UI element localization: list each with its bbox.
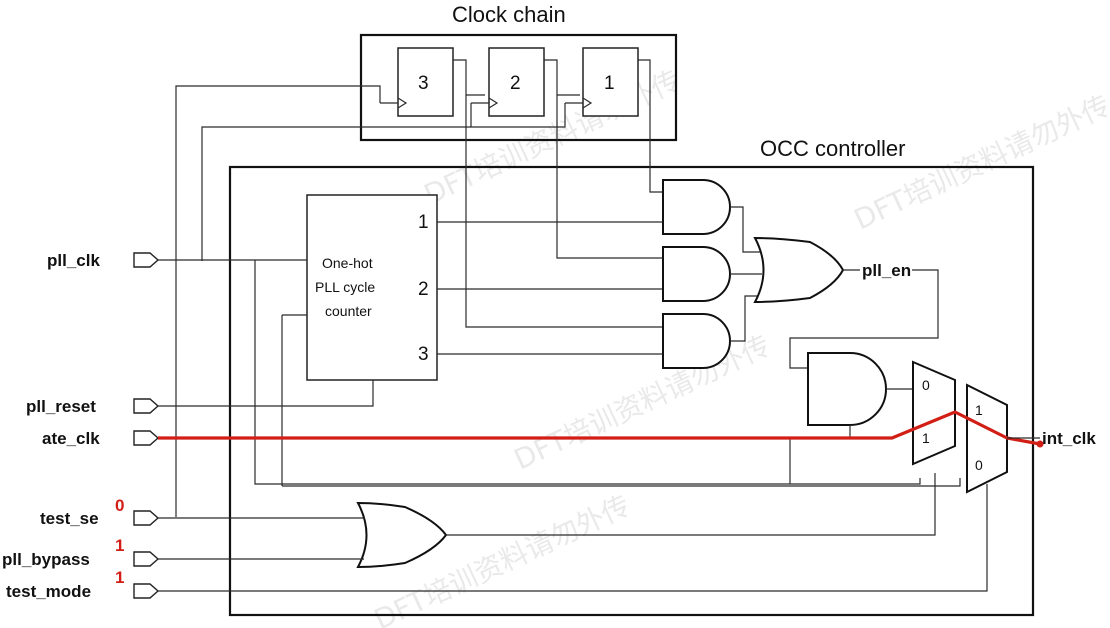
and-gate-2 xyxy=(662,246,731,302)
occ-controller-box xyxy=(228,165,1035,617)
mux-b xyxy=(966,383,1008,494)
input-pll-reset: pll_reset xyxy=(26,397,96,416)
chain-wiring xyxy=(175,59,663,517)
clock-chain-title: Clock chain xyxy=(452,2,566,27)
flop-1-label: 1 xyxy=(604,73,615,94)
or-gate-bypass xyxy=(356,501,448,569)
port-pll-reset xyxy=(133,398,160,414)
value-pll-bypass: 1 xyxy=(115,536,124,555)
flop-2: 2 xyxy=(488,47,545,117)
counter-output-3: 3 xyxy=(418,344,429,365)
counter-line-2: PLL cycle xyxy=(315,279,375,295)
input-test-mode: test_mode xyxy=(6,582,91,601)
or-gate-pll-en xyxy=(753,236,845,304)
ate-clk-path xyxy=(158,410,1041,446)
counter-line-1: One-hot xyxy=(322,255,373,271)
flop-2-label: 2 xyxy=(510,73,521,94)
input-pll-bypass: pll_bypass xyxy=(2,550,90,569)
input-pll-clk: pll_clk xyxy=(47,251,100,270)
flop-1: 1 xyxy=(582,47,639,117)
watermark-text: DFT培训资料请勿外传 xyxy=(509,329,775,477)
watermark-text: DFT培训资料请勿外传 xyxy=(419,64,685,212)
watermark: DFT培训资料请勿外传 DFT培训资料请勿外传 DFT培训资料请勿外传 DFT培… xyxy=(369,64,1110,628)
watermark-text: DFT培训资料请勿外传 xyxy=(849,89,1110,237)
input-wiring xyxy=(158,259,988,592)
mux-a-in1: 1 xyxy=(922,430,930,446)
counter-line-3: counter xyxy=(325,303,372,319)
port-pll-bypass xyxy=(133,551,160,567)
port-test-mode xyxy=(133,583,160,599)
clock-chain-box xyxy=(359,33,678,142)
port-ate-clk xyxy=(133,430,160,446)
counter-output-2: 2 xyxy=(418,279,429,300)
flop-3-label: 3 xyxy=(418,73,429,94)
value-test-mode: 1 xyxy=(115,568,124,587)
int-clk-node xyxy=(1036,440,1044,448)
and-gate-3 xyxy=(662,313,731,369)
and-gate-enable xyxy=(807,352,887,426)
input-ports xyxy=(133,252,160,599)
and-gate-1 xyxy=(662,179,731,235)
input-ate-clk: ate_clk xyxy=(42,429,100,448)
output-int-clk: int_clk xyxy=(1042,429,1096,448)
counter-output-1: 1 xyxy=(418,212,429,233)
wire-mux-a-select xyxy=(446,473,936,536)
mux-b-in1: 1 xyxy=(975,402,983,418)
occ-controller-title: OCC controller xyxy=(760,136,905,161)
input-test-se: test_se xyxy=(40,509,99,528)
pll-en-label: pll_en xyxy=(862,261,911,280)
port-pll-clk xyxy=(133,252,160,268)
mux-b-in0: 0 xyxy=(975,457,983,473)
pll-cycle-counter: One-hot PLL cycle counter 1 2 3 xyxy=(306,194,438,381)
wire-pll-en xyxy=(789,269,939,369)
value-test-se: 0 xyxy=(115,496,124,515)
port-test-se xyxy=(133,510,160,526)
flop-3: 3 xyxy=(397,47,454,117)
mux-a-in0: 0 xyxy=(922,377,930,393)
